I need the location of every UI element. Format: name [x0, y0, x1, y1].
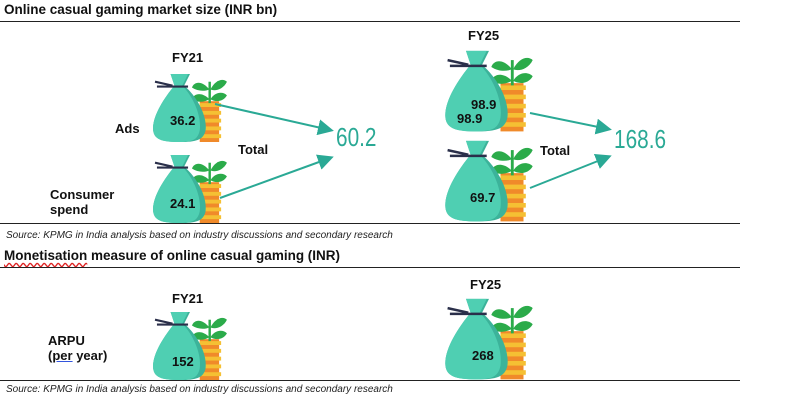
source-note: Source: KPMG in India analysis based on …	[6, 384, 393, 395]
fy25-consumer-value: 69.7	[470, 190, 496, 205]
paren: (	[48, 348, 53, 363]
arrow-icon	[529, 112, 612, 135]
fy25-total-value: 168.6	[614, 124, 667, 154]
arrow-icon	[529, 153, 612, 189]
fy25-ads-value: 98.9	[471, 97, 497, 112]
divider	[0, 267, 740, 268]
fy21-label: FY21	[172, 50, 204, 65]
section2-title: Monetisation measure of online casual ga…	[4, 248, 340, 263]
divider	[0, 380, 740, 381]
fy25-arpu-value: 268	[472, 348, 494, 363]
fy25-arpu-label: FY25	[470, 277, 502, 292]
consumer-row-label-2: spend	[50, 202, 89, 217]
year-word: year)	[72, 348, 108, 363]
title-word: Monetisation	[4, 248, 88, 263]
arpu-row-sublabel: (per year)	[48, 348, 107, 363]
title-rest: measure of online casual gaming (INR)	[87, 248, 341, 263]
arrow-icon	[219, 154, 334, 199]
fy21-arpu-label: FY21	[172, 291, 204, 306]
divider	[0, 223, 740, 224]
section1-title: Online casual gaming market size (INR bn…	[4, 2, 278, 17]
source-note: Source: KPMG in India analysis based on …	[6, 230, 393, 241]
fy25-label: FY25	[468, 28, 500, 43]
fy21-total-value: 60.2	[336, 122, 377, 152]
divider	[0, 21, 740, 22]
arrow-icon	[214, 103, 334, 136]
fy21-arpu-value: 152	[172, 354, 194, 369]
money-bag-icon	[443, 296, 535, 380]
fy25-ads-value-duplicate: 98.9	[457, 111, 483, 126]
fy21-consumer-value: 24.1	[170, 196, 196, 211]
money-bag-icon	[150, 310, 230, 380]
fy21-total-label: Total	[238, 142, 269, 157]
ads-row-label: Ads	[115, 121, 140, 136]
fy21-ads-value: 36.2	[170, 113, 196, 128]
arpu-row-label: ARPU	[48, 333, 85, 348]
per-word: per	[52, 348, 73, 363]
consumer-row-label-1: Consumer	[50, 187, 115, 202]
fy25-total-label: Total	[540, 143, 571, 158]
